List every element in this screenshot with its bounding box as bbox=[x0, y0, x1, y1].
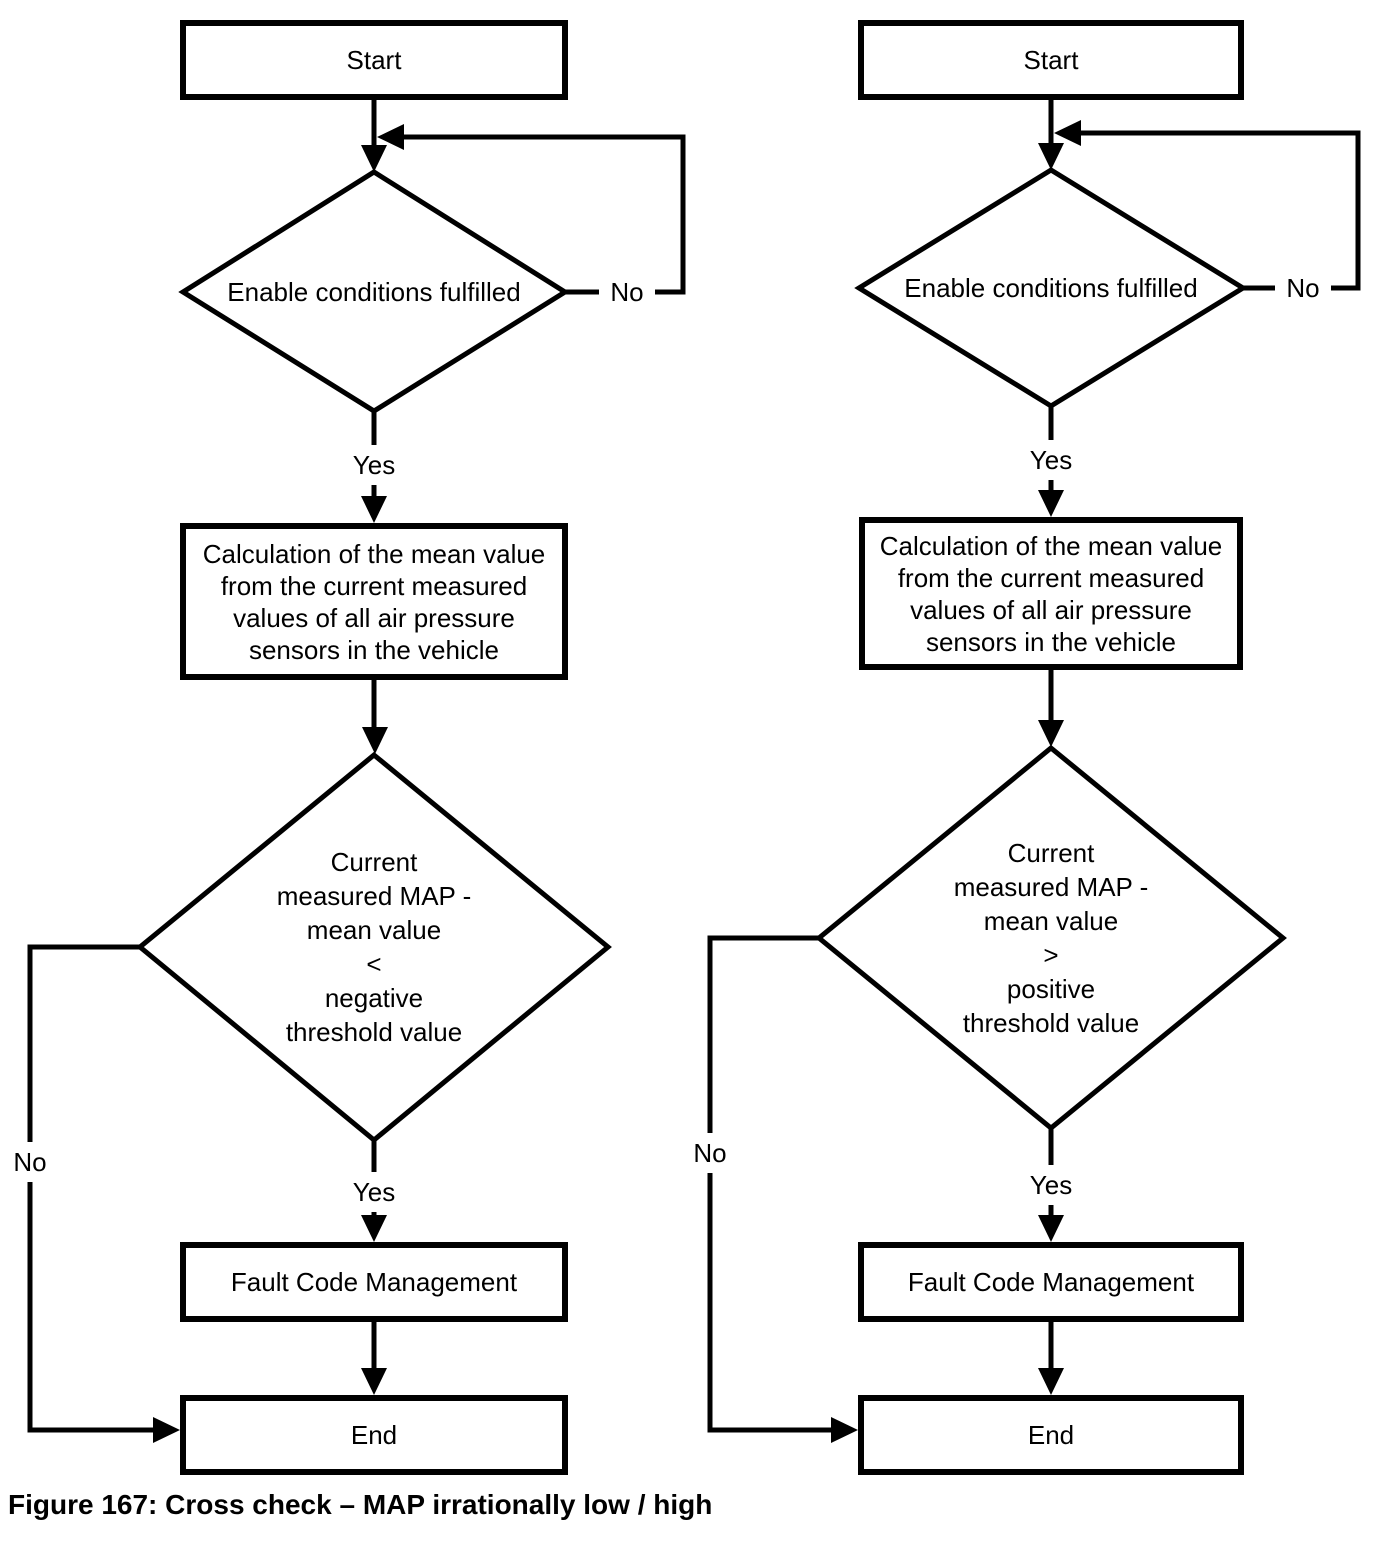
decision-threshold-text-left: Current measured MAP - mean value < nega… bbox=[276, 847, 472, 1047]
decision-enable-text-left: Enable conditions fulfilled bbox=[227, 277, 521, 307]
arrowhead-right-into-end bbox=[153, 1417, 180, 1443]
decision-diamond-threshold-left bbox=[136, 751, 612, 1144]
arrowhead-down-into-decision bbox=[1038, 143, 1064, 170]
arrowhead-down-into-end bbox=[361, 1368, 387, 1395]
edge-label-yes-threshold-right: Yes bbox=[1015, 1165, 1087, 1205]
start-node-left: Start bbox=[180, 20, 568, 100]
arrowhead-left-into-junction bbox=[377, 124, 404, 150]
fault-code-node-right: Fault Code Management bbox=[858, 1242, 1244, 1322]
arrowhead-down-into-process bbox=[1038, 490, 1064, 517]
arrowhead-down-into-decision2 bbox=[362, 727, 388, 754]
process-mean-node-right: Calculation of the mean value from the c… bbox=[859, 517, 1243, 670]
end-node-left: End bbox=[180, 1395, 568, 1475]
arrowhead-down-into-fault bbox=[361, 1215, 387, 1242]
connector-no-to-end bbox=[707, 935, 832, 1433]
edge-label-yes-enable-left: Yes bbox=[338, 445, 410, 485]
decision-threshold-text-right: Current measured MAP - mean value > posi… bbox=[953, 838, 1149, 1038]
decision-enable-text-right: Enable conditions fulfilled bbox=[904, 273, 1198, 303]
edge-label-yes-enable-right: Yes bbox=[1015, 440, 1087, 480]
arrowhead-left-into-junction bbox=[1054, 120, 1081, 146]
process-mean-node-left: Calculation of the mean value from the c… bbox=[180, 523, 568, 680]
decision-diamond-threshold-right bbox=[815, 744, 1287, 1132]
arrowhead-down-into-process bbox=[361, 496, 387, 523]
start-node-right: Start bbox=[858, 20, 1244, 100]
arrowhead-right-into-end bbox=[831, 1417, 858, 1443]
arrowhead-down-into-end bbox=[1038, 1368, 1064, 1395]
edge-label-no-enable-right: No bbox=[1275, 268, 1331, 308]
arrowhead-down-into-decision2 bbox=[1038, 720, 1064, 747]
edge-label-no-threshold-left: No bbox=[4, 1142, 56, 1182]
decision-diamond-enable-right bbox=[854, 167, 1248, 409]
arrowhead-down-into-decision bbox=[361, 145, 387, 172]
figure-caption: Figure 167: Cross check – MAP irrational… bbox=[8, 1489, 713, 1520]
decision-diamond-enable-left bbox=[178, 169, 570, 414]
edge-label-yes-threshold-left: Yes bbox=[338, 1172, 410, 1212]
fault-code-node-left: Fault Code Management bbox=[180, 1242, 568, 1322]
flowchart-left-connectors bbox=[27, 100, 686, 1443]
edge-label-no-threshold-right: No bbox=[684, 1133, 736, 1173]
connector-no-to-end bbox=[27, 944, 154, 1433]
arrowhead-down-into-fault bbox=[1038, 1215, 1064, 1242]
end-node-right: End bbox=[858, 1395, 1244, 1475]
edge-label-no-enable-left: No bbox=[599, 272, 655, 312]
